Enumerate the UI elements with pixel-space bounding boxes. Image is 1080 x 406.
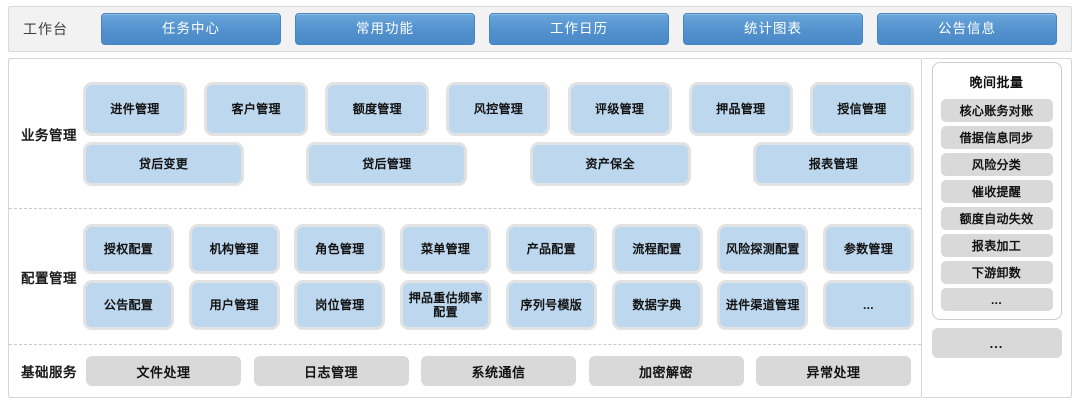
card-risk-control-management[interactable]: 风控管理 [449,84,548,133]
sidebar-more-row: ... [931,328,1062,358]
card-announcement-config[interactable]: 公告配置 [86,282,171,327]
configuration-rows: 授权配置 机构管理 角色管理 菜单管理 产品配置 流程配置 风险探测配置 参数管… [86,226,921,327]
basic-services-rows: 文件处理 日志管理 系统通信 加密解密 异常处理 [86,356,921,386]
card-role-management[interactable]: 角色管理 [297,226,383,271]
configuration-row-1: 授权配置 机构管理 角色管理 菜单管理 产品配置 流程配置 风险探测配置 参数管… [86,226,911,271]
card-report-management[interactable]: 报表管理 [755,144,911,183]
card-risk-detection-config[interactable]: 风险探测配置 [720,226,806,271]
card-customer-management[interactable]: 客户管理 [207,84,306,133]
section-business-management: 业务管理 进件管理 客户管理 额度管理 风控管理 评级管理 押品管理 授信管理 … [9,59,921,208]
card-post-loan-management[interactable]: 贷后管理 [309,144,465,183]
tab-task-center[interactable]: 任务中心 [101,13,281,45]
tab-work-calendar[interactable]: 工作日历 [489,13,669,45]
pill-log-management[interactable]: 日志管理 [253,356,409,386]
pill-exception-handling[interactable]: 异常处理 [756,356,911,386]
business-row-2: 贷后变更 贷后管理 资产保全 报表管理 [86,144,911,183]
card-organization-management[interactable]: 机构管理 [191,226,277,271]
tab-common-functions[interactable]: 常用功能 [295,13,475,45]
sidebar-item-core-account-reconciliation[interactable]: 核心账务对账 [940,99,1053,122]
top-navigation-bar: 工作台 任务中心 常用功能 工作日历 统计图表 公告信息 [8,6,1072,52]
sidebar-item-loan-note-sync[interactable]: 借据信息同步 [940,126,1053,149]
card-collateral-revaluation-frequency-config[interactable]: 押品重估频率配置 [403,282,489,327]
card-parameter-management[interactable]: 参数管理 [825,226,911,271]
business-rows: 进件管理 客户管理 额度管理 风控管理 评级管理 押品管理 授信管理 贷后变更 … [86,84,921,183]
nightly-batch-panel: 晚间批量 核心账务对账 借据信息同步 风险分类 催收提醒 额度自动失效 报表加工… [931,62,1062,320]
card-menu-management[interactable]: 菜单管理 [403,226,489,271]
nightly-batch-column: 晚间批量 核心账务对账 借据信息同步 风险分类 催收提醒 额度自动失效 报表加工… [922,58,1072,398]
basic-services-row-1: 文件处理 日志管理 系统通信 加密解密 异常处理 [86,356,911,386]
card-credit-granting-management[interactable]: 授信管理 [812,84,911,133]
sidebar-item-report-processing[interactable]: 报表加工 [940,234,1053,257]
card-asset-preservation[interactable]: 资产保全 [532,144,688,183]
card-rating-management[interactable]: 评级管理 [570,84,669,133]
tab-announcements[interactable]: 公告信息 [877,13,1057,45]
top-tab-list: 任务中心 常用功能 工作日历 统计图表 公告信息 [95,13,1057,45]
sidebar-item-collection-reminder[interactable]: 催收提醒 [940,180,1053,203]
card-user-management[interactable]: 用户管理 [191,282,277,327]
card-data-dictionary[interactable]: 数据字典 [614,282,700,327]
sidebar-item-risk-classification[interactable]: 风险分类 [940,153,1053,176]
pill-system-communication[interactable]: 系统通信 [421,356,576,386]
card-process-config[interactable]: 流程配置 [614,226,700,271]
pill-file-processing[interactable]: 文件处理 [86,356,241,386]
section-label-configuration: 配置管理 [21,270,77,286]
card-collateral-management[interactable]: 押品管理 [691,84,790,133]
card-serial-number-template[interactable]: 序列号模版 [508,282,594,327]
pill-encryption-decryption[interactable]: 加密解密 [588,356,744,386]
card-configuration-more[interactable]: ... [825,282,911,327]
configuration-row-2: 公告配置 用户管理 岗位管理 押品重估频率配置 序列号模版 数据字典 进件渠道管… [86,282,911,327]
section-basic-services: 基础服务 文件处理 日志管理 系统通信 加密解密 异常处理 [9,344,921,397]
card-authorization-config[interactable]: 授权配置 [86,226,171,271]
section-label-business: 业务管理 [21,127,77,143]
card-post-loan-change[interactable]: 贷后变更 [86,144,241,183]
nightly-batch-title: 晚间批量 [969,75,1024,90]
card-credit-limit-management[interactable]: 额度管理 [328,84,427,133]
nightly-batch-more-button[interactable]: ... [931,328,1062,358]
section-label-basic-services: 基础服务 [21,365,77,380]
card-application-management[interactable]: 进件管理 [86,84,184,133]
section-configuration-management: 配置管理 授权配置 机构管理 角色管理 菜单管理 产品配置 流程配置 风险探测配… [9,208,921,344]
tab-statistics-charts[interactable]: 统计图表 [683,13,863,45]
module-panel: 业务管理 进件管理 客户管理 额度管理 风控管理 评级管理 押品管理 授信管理 … [8,58,922,398]
workbench-body: 业务管理 进件管理 客户管理 额度管理 风控管理 评级管理 押品管理 授信管理 … [8,58,1072,398]
sidebar-item-downstream-unload[interactable]: 下游卸数 [940,261,1053,284]
card-application-channel-management[interactable]: 进件渠道管理 [720,282,806,327]
workbench-label: 工作台 [23,21,68,37]
business-row-1: 进件管理 客户管理 额度管理 风控管理 评级管理 押品管理 授信管理 [86,84,911,133]
sidebar-item-more[interactable]: ... [940,288,1053,311]
sidebar-item-credit-limit-auto-expire[interactable]: 额度自动失效 [940,207,1053,230]
card-product-config[interactable]: 产品配置 [508,226,594,271]
card-position-management[interactable]: 岗位管理 [297,282,383,327]
